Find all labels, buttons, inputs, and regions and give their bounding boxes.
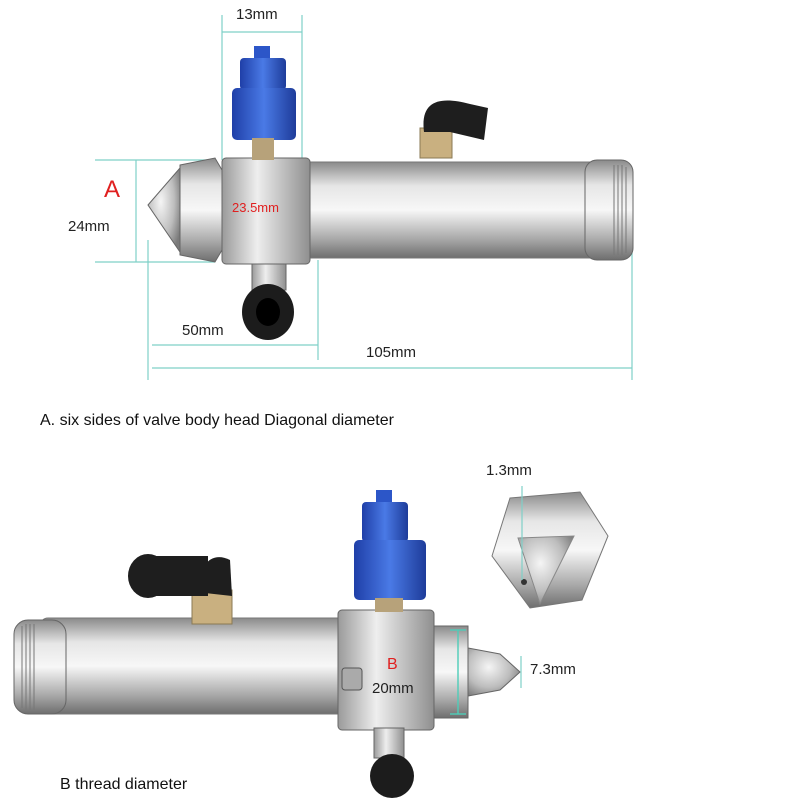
blue-fitting-a [240,58,286,90]
dim-tip-label: 7.3mm [530,661,576,678]
blue-fitting-b [362,502,408,542]
nozzle-closeup [491,486,609,609]
hex-head-a [179,157,223,263]
caption-a: A. six sides of valve body head Diagonal… [40,412,394,429]
knurled-cap-b [13,619,67,715]
figure-b-valve [13,490,522,798]
knurled-cap-a [584,159,634,261]
black-fitting-bottom-b [370,754,414,798]
dim-top-label: 13mm [236,6,278,23]
cylinder-body-a [299,161,601,259]
figure-a-valve [95,15,634,380]
dim-height-label: 24mm [68,218,110,235]
elbow-fitting-a [423,100,488,140]
cylinder-body-b [39,617,361,715]
label-letter-a: A [104,176,121,203]
brass-fitting-a [419,127,453,159]
dim-hex-label: 23.5mm [232,200,279,215]
label-letter-b: B [387,656,398,673]
dim-orifice-label: 1.3mm [486,462,532,479]
nozzle-tip-a [147,166,181,254]
caption-b: B thread diameter [60,776,188,793]
thread-section-b [433,625,469,719]
thread-dimension-b [450,629,466,715]
nozzle-tip-b [467,647,521,697]
dim-long-label: 105mm [366,344,417,361]
dim-short-label: 50mm [182,322,224,339]
dim-thread-label: 20mm [372,680,414,697]
